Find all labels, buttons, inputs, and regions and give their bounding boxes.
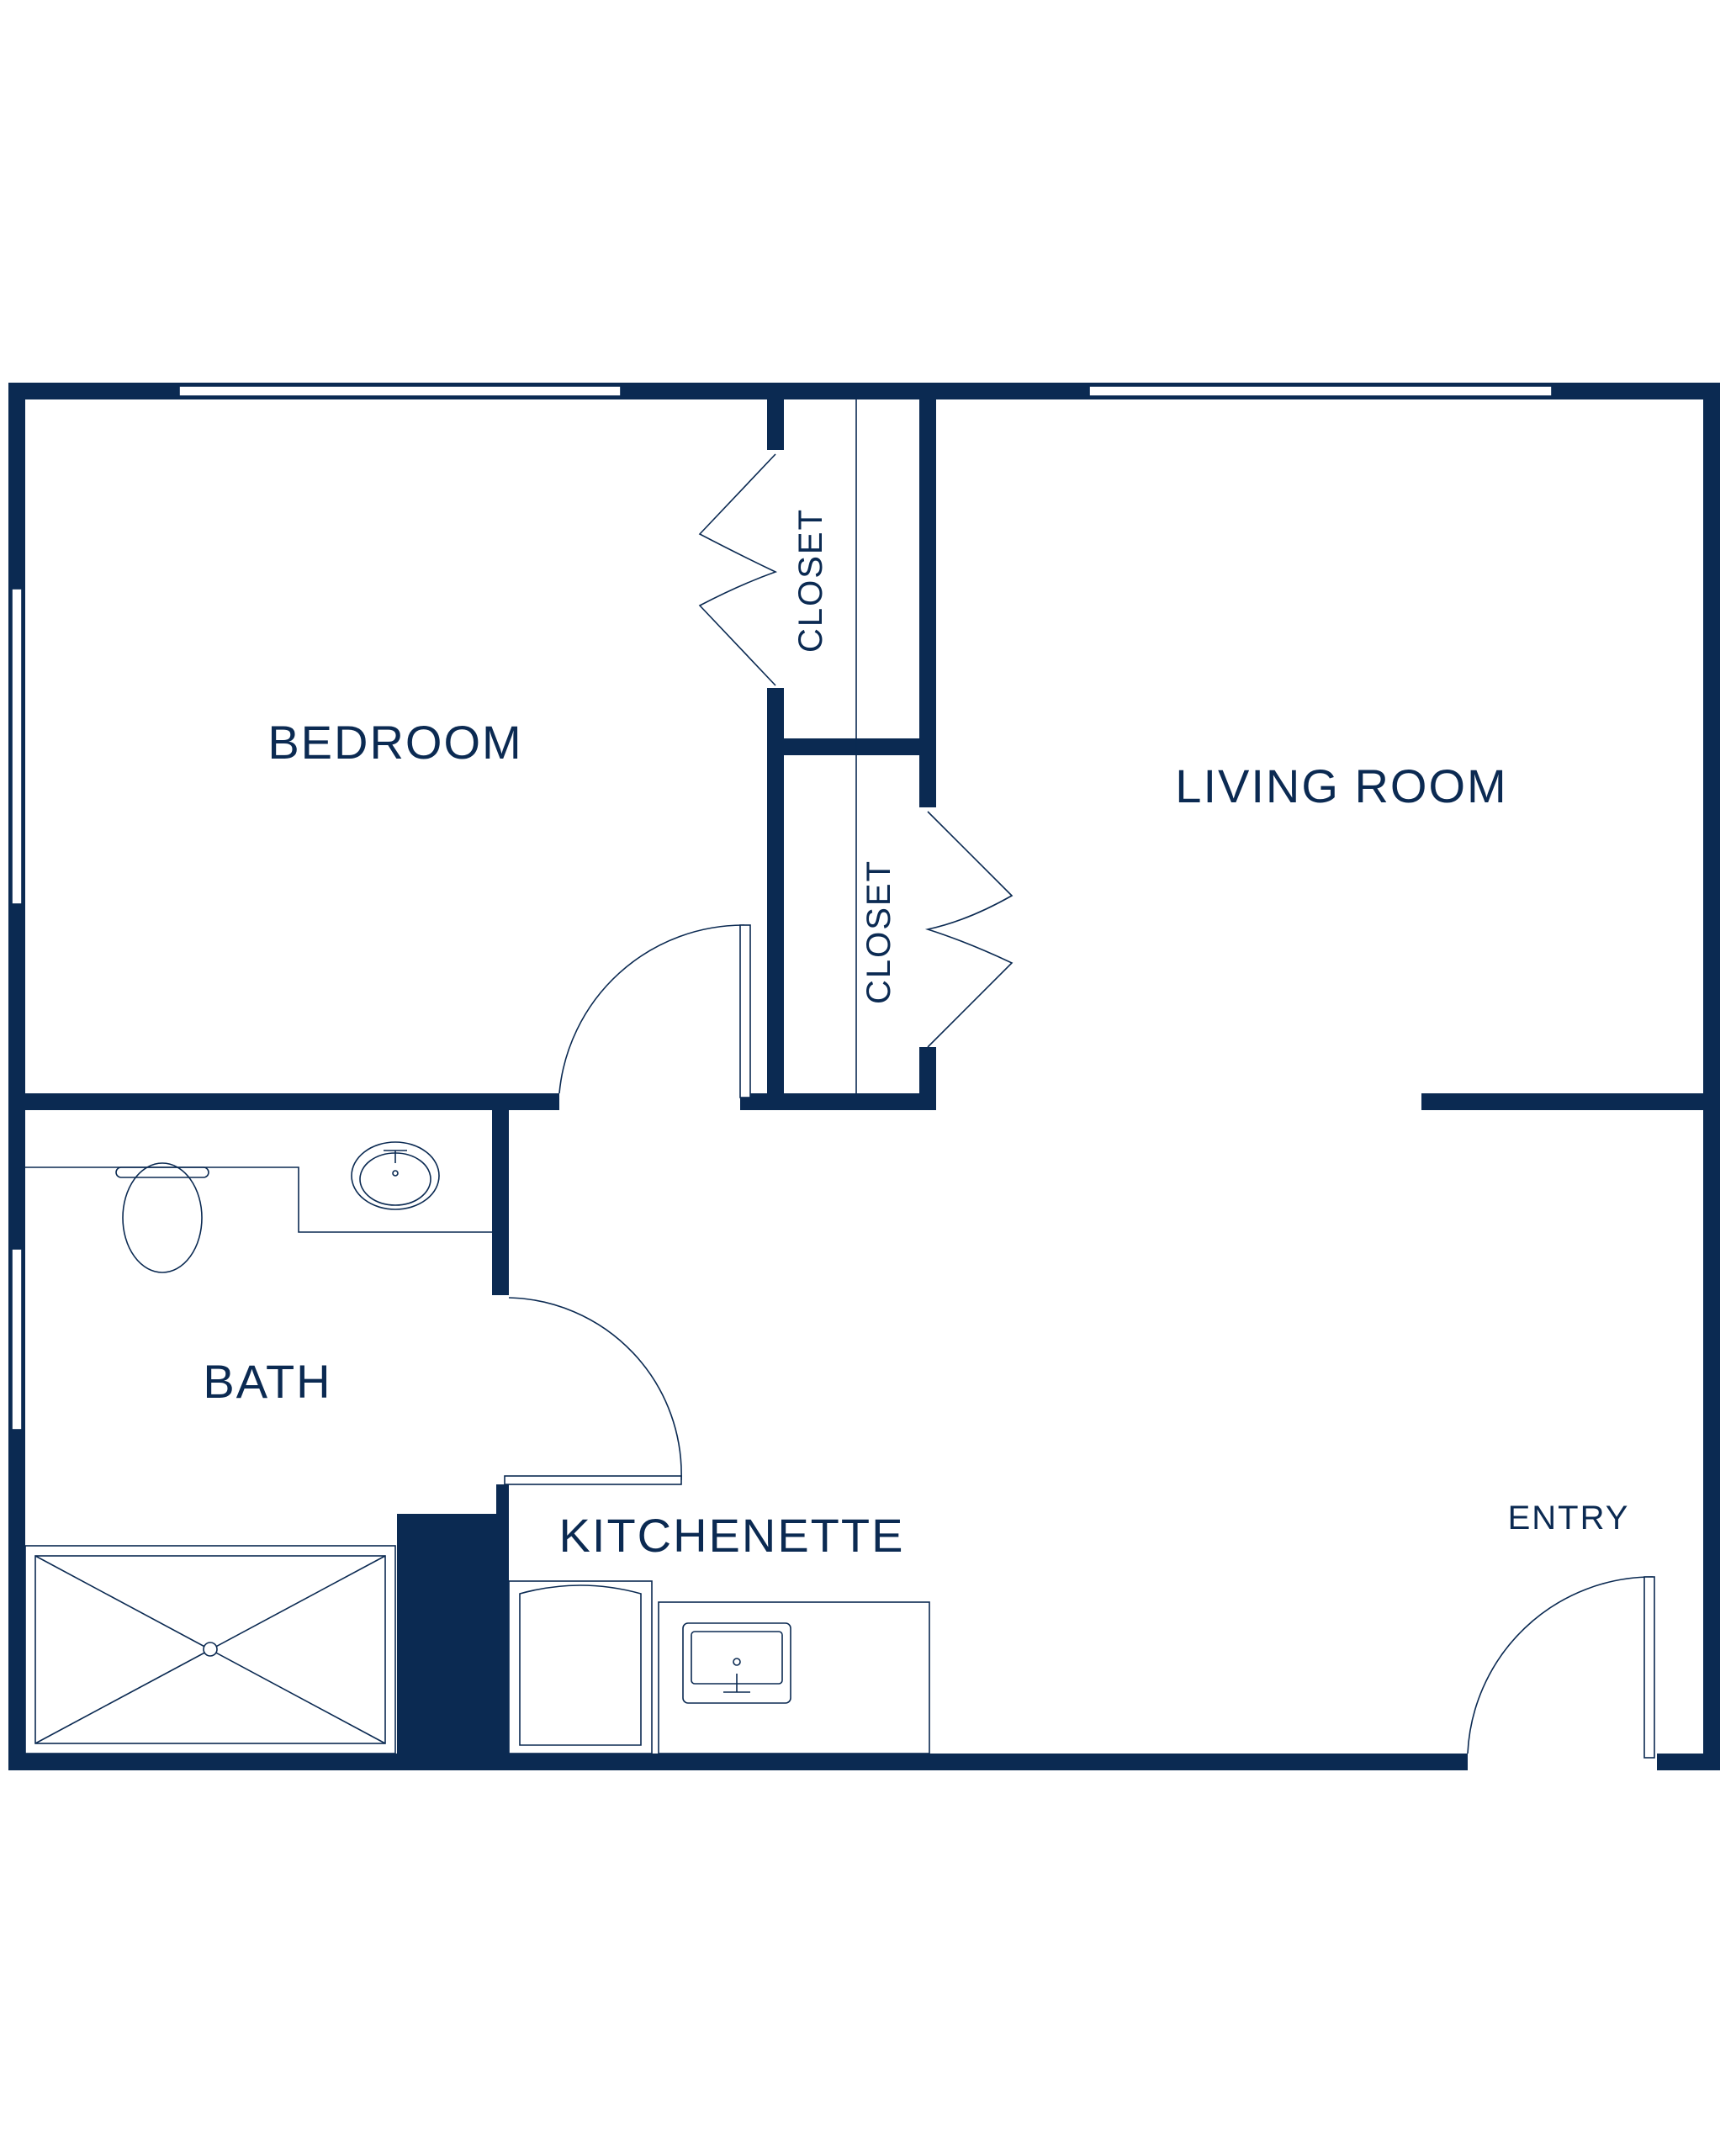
interior-walls <box>8 383 1720 1770</box>
shower-icon <box>24 1545 396 1754</box>
living-window-top <box>1088 385 1553 397</box>
kitchen-counter <box>658 1601 930 1754</box>
outer-walls <box>8 383 1720 1770</box>
vanity-counter <box>25 1166 492 1233</box>
door-swings <box>504 924 1655 1759</box>
kitchenette-label: KITCHENETTE <box>559 1509 905 1562</box>
kitchen-sink-icon <box>682 1622 791 1704</box>
entry-door-icon <box>1467 1576 1654 1754</box>
closet-lower-door-icon <box>924 811 1014 1048</box>
bath-label: BATH <box>203 1355 331 1408</box>
bedroom-door-icon <box>558 924 745 1094</box>
closets <box>698 399 1014 1093</box>
closet-upper-door-icon <box>698 453 778 686</box>
range-icon <box>508 1580 653 1754</box>
kitchen-fixtures <box>508 1580 930 1754</box>
bath-sink-icon <box>351 1141 440 1210</box>
bath-fixtures <box>24 1141 492 1754</box>
closet-upper-label: CLOSET <box>792 508 829 653</box>
bath-door-icon <box>508 1297 682 1481</box>
bedroom-label: BEDROOM <box>267 716 522 769</box>
closet-lower-label: CLOSET <box>860 860 897 1004</box>
room-labels: BEDROOM LIVING ROOM CLOSET CLOSET BATH K… <box>203 508 1630 1562</box>
living-room-label: LIVING ROOM <box>1175 759 1507 812</box>
bedroom-window-top <box>178 385 622 397</box>
windows <box>11 385 1553 1431</box>
entry-label: ENTRY <box>1508 1500 1630 1537</box>
bath-window-left <box>11 1248 23 1431</box>
bedroom-window-left <box>11 588 23 905</box>
toilet-icon <box>115 1162 209 1273</box>
